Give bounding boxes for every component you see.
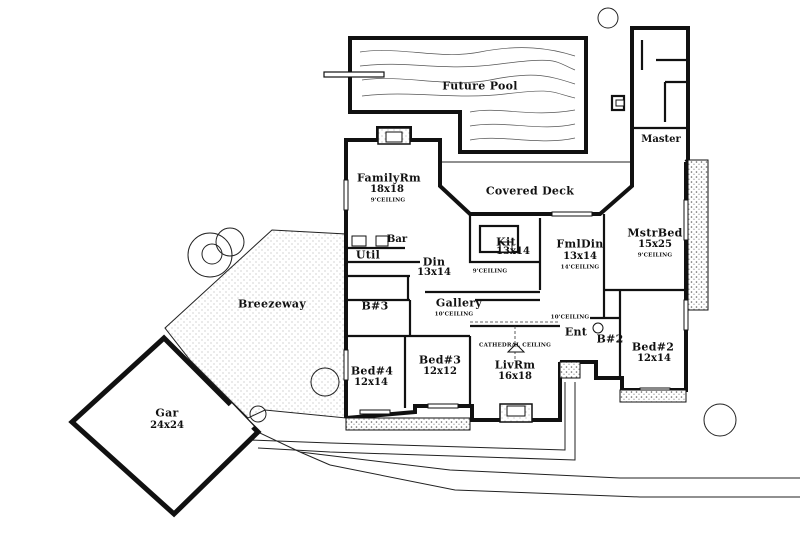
bed-2-label: Bed#2 [631,340,675,354]
bath-2-label: B#2 [596,332,624,346]
kitchen-size: 13x14 [496,246,530,257]
utility-label: Util [355,248,381,262]
fireplace-living [499,403,533,423]
bath-3-label: B#3 [361,299,389,313]
dining-label: Din [422,255,446,269]
future-pool-label: Future Pool [442,79,518,93]
breezeway-patio [164,229,347,419]
garage-walls [68,334,262,518]
living-room-ceiling: CATHEDRAL CEILING [479,342,551,349]
master-label: Master [641,134,681,145]
fireplace-family [377,127,411,145]
gallery-label: Gallery [435,296,483,310]
family-room-size: 18x18 [370,184,404,195]
living-room-size: 16x18 [498,371,532,382]
entry-arrow [506,343,526,353]
family-room-label: FamilyRm [357,171,421,185]
bed-4-size: 12x14 [354,377,388,388]
bar-label: Bar [386,234,408,245]
entry-label: Ent [564,325,588,339]
planters [345,159,709,431]
dining-size: 13x14 [417,267,451,278]
garage-door-line [228,403,254,430]
bed-3-size: 12x12 [423,366,457,377]
breezeway-label: Breezeway [237,297,307,311]
master-bed-label: MstrBed [627,226,683,240]
covered-deck-label: Covered Deck [485,184,575,198]
shrubs [187,7,737,437]
garage-label: Gar [155,406,179,420]
dining-ceiling: 9'CEILING [472,268,508,275]
family-room-ceiling: 9'CEILING [370,197,406,204]
master-bed-size: 15x25 [638,239,672,250]
kitchen-label: Kit [496,235,516,249]
formal-dining-label: FmlDin [556,237,604,251]
entry-ceiling: 10'CEILING [550,314,590,321]
formal-dining-size: 13x14 [563,251,597,262]
master-bed-ceiling: 9'CEILING [637,252,673,259]
formal-dining-ceiling: 14'CEILING [560,264,600,271]
bed-2-size: 12x14 [637,353,671,364]
living-room-label: LivRm [494,358,536,372]
bed-3-label: Bed#3 [418,353,462,367]
garage-size: 24x24 [150,420,184,431]
bed-4-label: Bed#4 [350,364,394,378]
fixtures [351,99,625,334]
pool [323,36,588,154]
gallery-ceiling: 10'CEILING [434,311,474,318]
